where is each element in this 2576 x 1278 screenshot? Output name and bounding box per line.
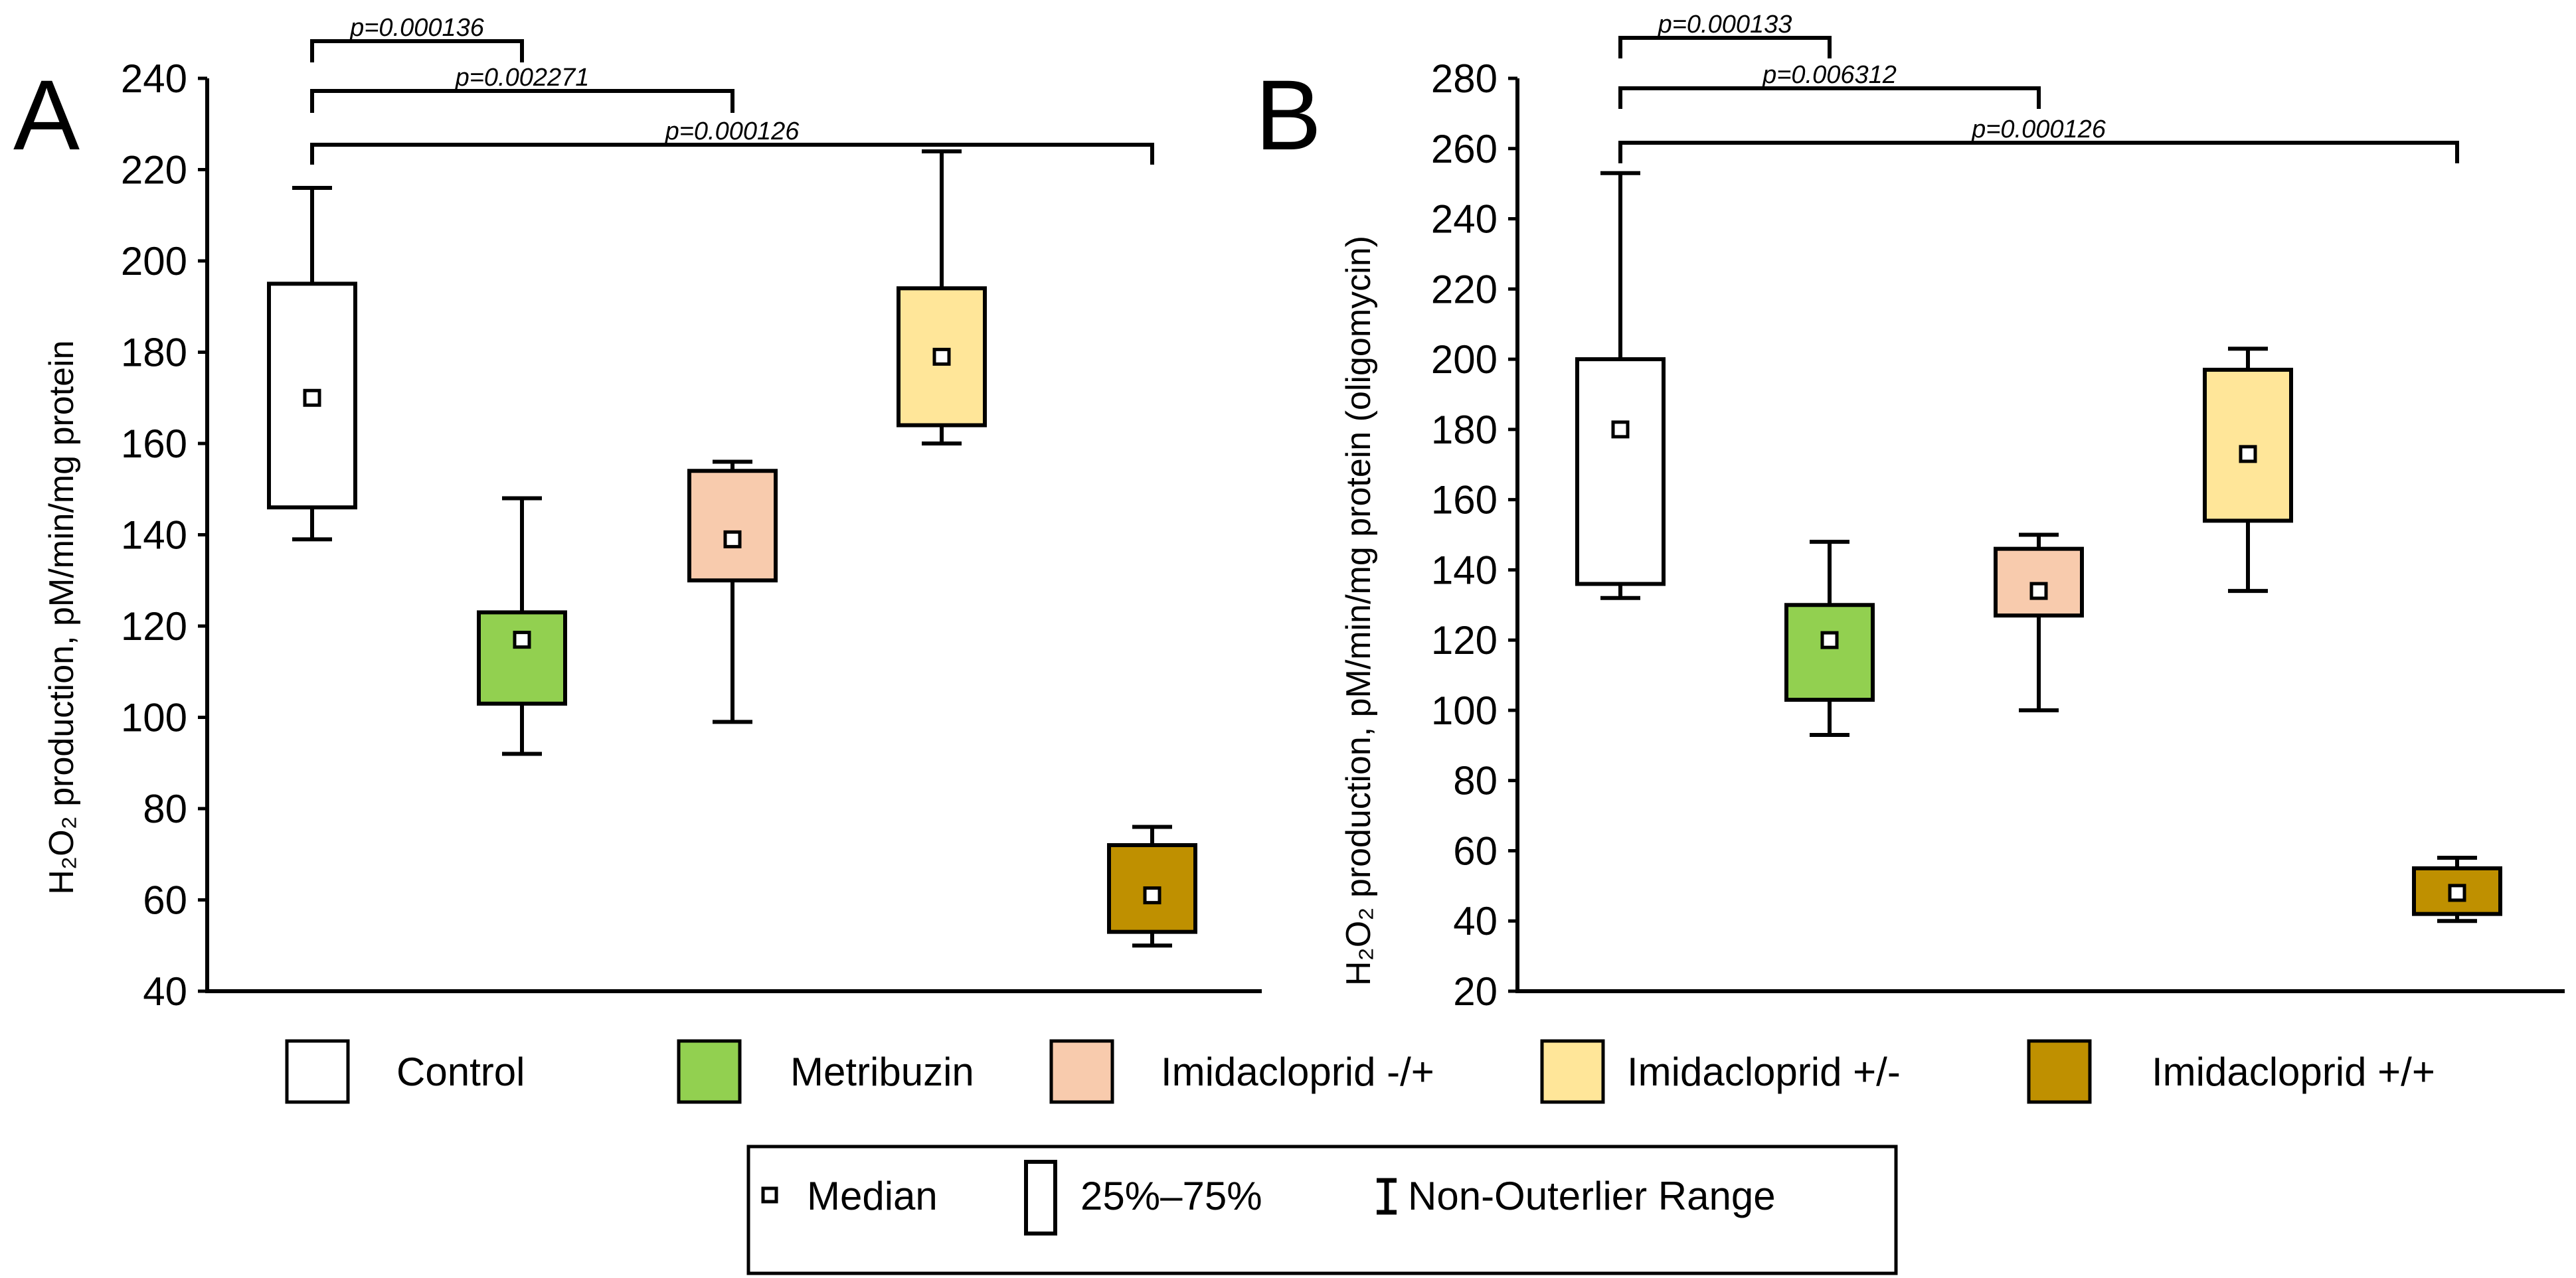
iqr-box [1784, 603, 1875, 702]
y-tick-label: 200 [1431, 337, 1498, 382]
plot-area-a: 40 60 80 100 120 140 160 180 200 220 240 p=0.000136… [121, 14, 1262, 1014]
box-1-a [267, 186, 357, 542]
box-key-icon [1024, 1160, 1057, 1236]
legend-swatch-2 [677, 1039, 742, 1104]
legend-swatch-3 [1049, 1039, 1114, 1104]
y-tick-label: 100 [1431, 688, 1498, 733]
box-key-label: 25%–75% [1080, 1174, 1262, 1218]
p-value-label: p=0.006312 [1762, 61, 1897, 89]
legend-label-1: Control [396, 1050, 525, 1094]
y-tick-label: 40 [143, 969, 187, 1014]
box-1-b [1575, 171, 1666, 600]
legend-swatch-4 [1540, 1039, 1605, 1104]
box-5-b [2412, 856, 2502, 923]
legend-swatch-1 [285, 1039, 350, 1104]
bracket-line [1618, 86, 2041, 109]
median-marker [1611, 420, 1630, 439]
bracket-line [310, 39, 524, 62]
iqr-box [687, 469, 778, 583]
box-5-a [1107, 825, 1197, 948]
y-tick-label: 260 [1431, 127, 1498, 171]
bracket-line [310, 143, 1154, 165]
iqr-box [1575, 357, 1666, 586]
y-tick-label: 120 [1431, 618, 1498, 663]
y-tick-label: 200 [121, 239, 187, 283]
median-key-label: Median [807, 1174, 938, 1218]
y-tick-label: 220 [121, 148, 187, 193]
y-tick-label: 140 [1431, 548, 1498, 592]
panel-letter-b: B [1255, 59, 1322, 171]
y-tick-label: 160 [1431, 478, 1498, 522]
y-tick-label: 220 [1431, 267, 1498, 311]
median-marker [2029, 582, 2048, 600]
panel-letter-a: A [13, 59, 80, 171]
legend-label-5: Imidacloprid +/+ [2152, 1050, 2435, 1094]
whisker-key-label: Non-Outerlier Range [1408, 1174, 1776, 1218]
box-3-b [1994, 532, 2084, 712]
bracket-line [1618, 36, 1832, 58]
panel-b: B H₂O₂ production, pM/min/mg protein (ol… [1255, 11, 2565, 1014]
p-value-label: p=0.000126 [1971, 116, 2106, 143]
y-tick-label: 180 [1431, 408, 1498, 452]
y-tick-label: 20 [1453, 969, 1498, 1014]
significance-bracket-3-a: p=0.000126 [310, 118, 1154, 165]
significance-bracket-1-a: p=0.000136 [310, 14, 524, 62]
y-tick-label: 40 [1453, 899, 1498, 943]
p-value-label: p=0.000126 [665, 118, 800, 145]
median-marker [303, 388, 321, 407]
p-value-label: p=0.000133 [1658, 11, 1792, 39]
significance-bracket-1-b: p=0.000133 [1618, 11, 1832, 58]
median-marker [513, 631, 531, 649]
median-marker [1143, 886, 1161, 905]
significance-bracket-3-b: p=0.000126 [1618, 116, 2459, 163]
median-marker [723, 530, 742, 548]
median-marker [2239, 445, 2257, 463]
median-marker [932, 347, 951, 366]
plot-area-b: 20 40 60 80 100 120 140 160 180 200 220 240 260 280 p=… [1431, 11, 2565, 1014]
y-tick-label: 180 [121, 331, 187, 375]
y-tick-label: 140 [121, 513, 187, 558]
median-marker [2448, 884, 2466, 902]
whisker-key-icon [1377, 1178, 1397, 1215]
p-value-label: p=0.000136 [349, 14, 485, 42]
key-legend-frame [746, 1145, 1898, 1275]
box-3-a [687, 459, 778, 724]
y-tick-label: 60 [1453, 829, 1498, 873]
legend-swatch-5 [2027, 1039, 2092, 1104]
box-4-b [2203, 347, 2293, 594]
y-tick-label: 160 [121, 422, 187, 466]
bracket-line [1618, 141, 2459, 163]
y-tick-label: 240 [121, 56, 187, 101]
legend-label-3: Imidacloprid -/+ [1161, 1050, 1434, 1094]
bracket-line [310, 89, 734, 113]
key-legend: Median 25%–75% Non-Outerlier Range [746, 1145, 1898, 1275]
y-tick-label: 120 [121, 604, 187, 649]
box-2-b [1784, 540, 1875, 737]
panel-a: A H₂O₂ production, pM/min/mg protein 40 6… [13, 14, 1262, 1014]
p-value-label: p=0.002271 [455, 64, 590, 92]
y-tick-label: 60 [143, 878, 187, 923]
significance-bracket-2-a: p=0.002271 [310, 64, 734, 113]
box-4-a [897, 149, 987, 445]
significance-bracket-2-b: p=0.006312 [1618, 61, 2041, 109]
y-tick-label: 280 [1431, 56, 1498, 101]
legend-label-2: Metribuzin [790, 1050, 974, 1094]
box-2-a [477, 496, 567, 756]
y-tick-label: 240 [1431, 197, 1498, 242]
median-key-icon [761, 1186, 778, 1204]
legend-label-4: Imidacloprid +/- [1627, 1050, 1901, 1094]
median-marker [1820, 631, 1839, 649]
group-legend: Control Metribuzin Imidacloprid -/+ Imidacl… [285, 1039, 2435, 1104]
y-axis-label-b: H₂O₂ production, pM/min/mg protein (olig… [1339, 236, 1378, 986]
y-tick-label: 80 [143, 787, 187, 831]
y-axis-label-a: H₂O₂ production, pM/min/mg protein [43, 340, 81, 894]
iqr-box [1994, 546, 2084, 618]
y-tick-label: 100 [121, 696, 187, 740]
iqr-box [477, 610, 567, 706]
y-tick-label: 80 [1453, 759, 1498, 803]
